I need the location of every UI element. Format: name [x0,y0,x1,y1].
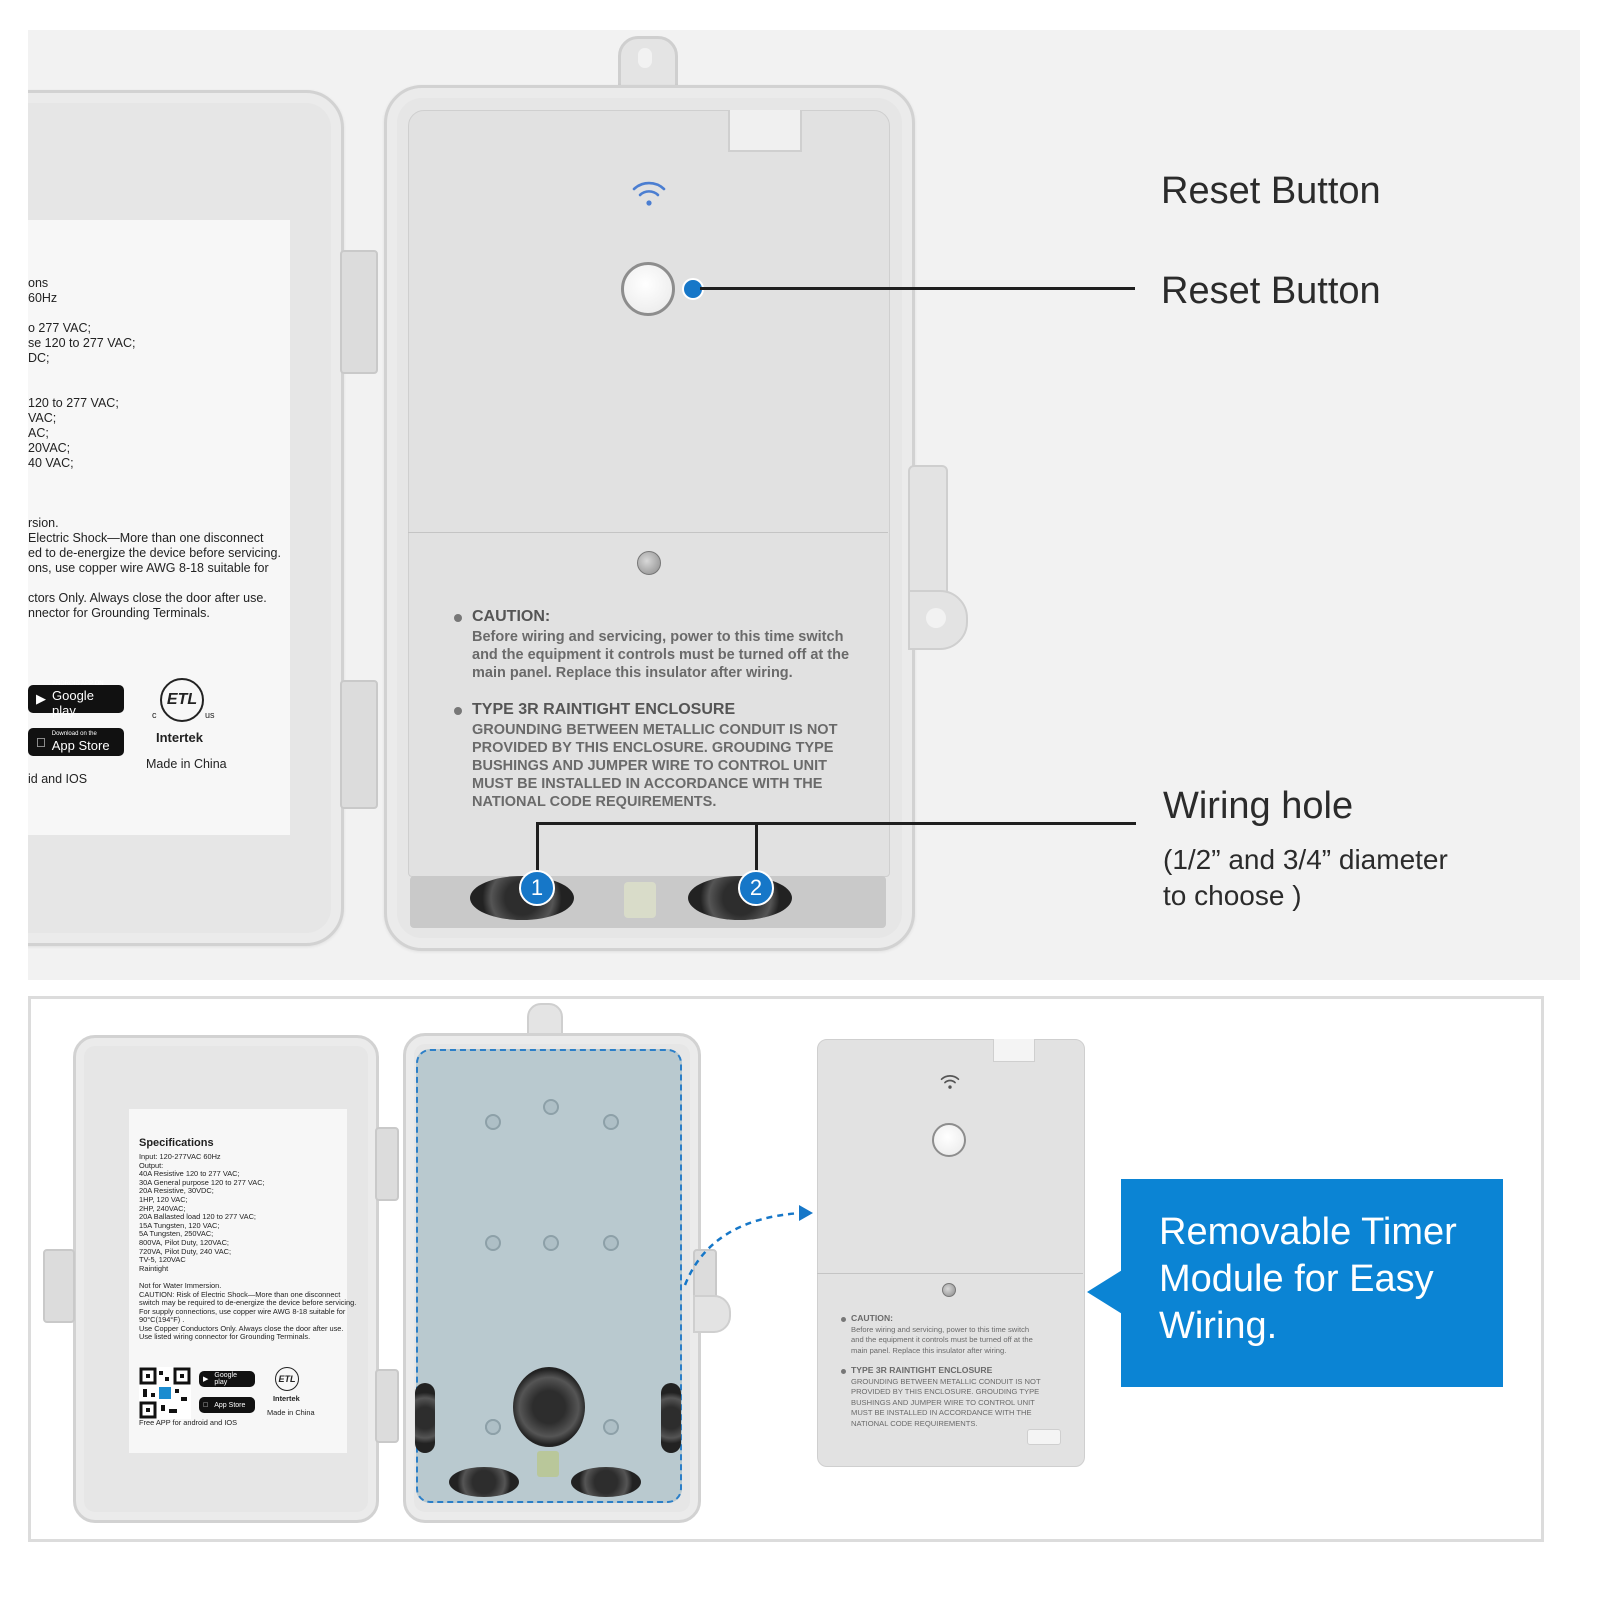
small-caution-title: CAUTION: [851,1313,894,1323]
module-notch [728,110,802,152]
etl-mark-icon: ETL [160,678,204,722]
side-mount-ear [908,590,968,650]
small-app-store-badge[interactable]: App Store [199,1397,255,1413]
app-store-small: Download on the [42,731,97,737]
free-app-text: Free APP for android and IOS [139,1418,238,1427]
reset-callout-line [700,287,1135,290]
side-mount-hole [926,608,946,628]
small-etl-mark-icon: ETL [275,1367,299,1391]
spec-body: Input: 120-277VAC 60Hz Output: 40A Resis… [139,1152,357,1342]
interior-knockout-right [571,1467,641,1497]
small-google-play-label: Google play [214,1372,237,1386]
small-screw-icon [942,1283,956,1297]
small-spec-label: Specifications Input: 120-277VAC 60Hz Ou… [129,1109,356,1453]
small-intertek: Intertek [273,1394,300,1403]
mount-boss [485,1235,501,1251]
mount-boss [543,1099,559,1115]
caution-title: CAUTION: [472,608,551,625]
small-app-store-label: App Store [209,1401,245,1409]
small-caution-body: Before wiring and servicing, power to th… [851,1325,1033,1355]
google-play-label: Google play [52,687,94,718]
caution-bullet [454,614,462,622]
small-left-latch [43,1249,75,1323]
interior-knockout-side-left [415,1383,435,1453]
wiring-callout-line-v2 [755,822,758,874]
removed-module-tab [1027,1429,1061,1445]
wiring-callout-line-v1 [536,822,539,874]
removed-module-notch [993,1039,1035,1062]
label-reset-button-1: Reset Button [1161,170,1381,212]
label-wiring-hole-sub: (1/2” and 3/4” diameter to choose ) [1163,844,1448,911]
google-play-small: ANDROID APP ON [52,680,104,687]
lid-spec-text: ons 60Hz o 277 VAC; se 120 to 277 VAC; D… [28,276,281,620]
bottom-panel: Specifications Input: 120-277VAC 60Hz Ou… [28,996,1544,1542]
small-wifi-icon [940,1075,960,1089]
wiring-hole-badge-2: 2 [738,870,774,906]
mount-boss [603,1419,619,1435]
enclosure-body-text: GROUNDING BETWEEN METALLIC CONDUIT IS NO… [472,722,838,810]
mount-boss [603,1235,619,1251]
small-google-play-icon: ▶ [203,1376,209,1383]
spec-title: Specifications [139,1137,214,1149]
small-reset-button[interactable] [932,1123,966,1157]
small-enclosure-bullet [841,1369,846,1374]
interior-knockout-center [513,1367,585,1447]
wiring-callout-line-h [536,822,1136,825]
small-side-ear [693,1295,731,1333]
small-enclosure-body: GROUNDING BETWEEN METALLIC CONDUIT IS NO… [851,1377,1041,1428]
screw-icon [637,551,661,575]
apple-icon:  [36,735,46,750]
etl-c: c [152,710,157,720]
interior-knockout-side-right [661,1383,681,1453]
reset-button[interactable] [621,262,675,316]
blue-box-pointer [1087,1267,1127,1317]
android-ios-text: id and IOS [28,772,88,786]
label-reset-button-2: Reset Button [1161,270,1381,312]
small-google-play-badge[interactable]: ▶ Google play [199,1371,255,1387]
interior-knockout-left [449,1467,519,1497]
mount-boss [485,1114,501,1130]
wifi-icon [632,181,666,206]
small-made-in-china: Made in China [267,1408,315,1417]
etl-mark-text: ETL [166,691,198,708]
app-store-label: App Store [42,738,110,753]
etl-us: us [205,710,215,720]
removable-module-callout: Removable Timer Module for Easy Wiring. [1121,1179,1503,1387]
removable-module-callout-text: Removable Timer Module for Easy Wiring. [1159,1211,1457,1347]
mount-boss [543,1235,559,1251]
top-panel: ons 60Hz o 277 VAC; se 120 to 277 VAC; D… [28,30,1580,980]
intertek-text: Intertek [156,730,203,745]
caution-body: Before wiring and servicing, power to th… [472,629,850,681]
enclosure-title: TYPE 3R RAINTIGHT ENCLOSURE [472,701,736,718]
label-wiring-hole: Wiring hole [1163,785,1354,827]
mount-boss [603,1114,619,1130]
hinge-bottom [340,680,378,809]
google-play-icon: ▶ [36,691,46,706]
qr-code-icon [139,1367,191,1419]
small-hinge-top [375,1127,399,1201]
hinge-top [340,250,378,374]
dashed-arrow-icon [683,1205,813,1286]
mount-boss [485,1419,501,1435]
small-apple-icon:  [203,1402,208,1409]
ground-screw [624,882,656,918]
hanging-slot [638,48,652,68]
enclosure-bullet [454,707,462,715]
module-divider [408,532,888,533]
small-caution-bullet [841,1317,846,1322]
small-hinge-bottom [375,1369,399,1443]
made-in-china-text: Made in China [146,757,227,771]
removed-module-divider [817,1273,1083,1274]
interior-ground-screw [537,1451,559,1477]
removed-timer-module [817,1039,1085,1467]
lid-spec-label: ons 60Hz o 277 VAC; se 120 to 277 VAC; D… [28,220,290,835]
timer-module [408,110,890,877]
small-enclosure-title: TYPE 3R RAINTIGHT ENCLOSURE [851,1365,993,1375]
wiring-hole-badge-1: 1 [519,870,555,906]
